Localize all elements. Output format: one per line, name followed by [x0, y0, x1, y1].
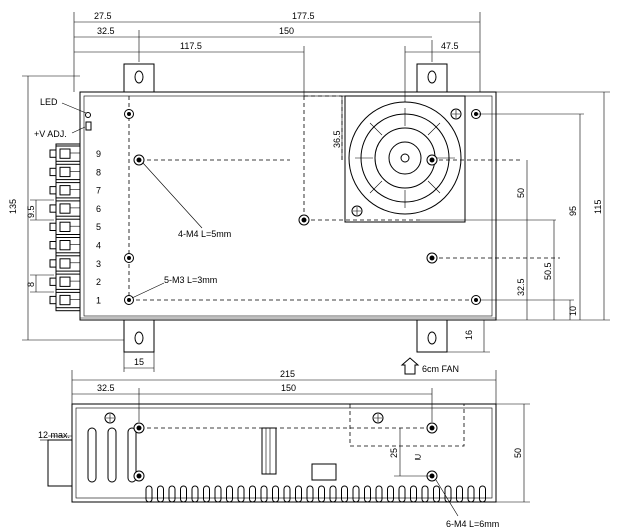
dim-50: 50	[516, 188, 526, 198]
dim-177-5: 177.5	[292, 11, 315, 21]
terminal-label: 4	[96, 241, 101, 251]
dim-115: 115	[593, 200, 603, 214]
terminal-label: 9	[96, 149, 101, 159]
top-brackets	[123, 63, 448, 353]
terminal-label: 5	[96, 222, 101, 232]
m3-holes-label: 5-M3 L=3mm	[164, 275, 217, 285]
terminal-label: 8	[96, 167, 101, 177]
fan-label: 6cm FAN	[422, 364, 459, 374]
fan	[344, 95, 466, 223]
dim-95: 95	[568, 206, 578, 216]
terminal-2: 2	[49, 273, 101, 290]
top-dimension-lines	[22, 12, 610, 372]
terminal-8: 8	[49, 163, 101, 181]
m4-holes	[133, 154, 438, 264]
terminal-label: 1	[96, 295, 101, 305]
terminal-label: 3	[96, 259, 101, 269]
dim-135: 135	[8, 199, 18, 214]
terminal-7: 7	[49, 182, 101, 199]
terminal-5: 5	[49, 218, 101, 235]
fan-airflow-arrow	[400, 357, 420, 375]
dim-32-5-right: 32.5	[516, 278, 526, 296]
dim-32-5: 32.5	[97, 26, 115, 36]
side-dim-150: 150	[281, 383, 296, 393]
dim-117-5: 117.5	[180, 41, 202, 51]
svg-text:⊇: ⊇	[414, 452, 422, 462]
side-m4-holes-label: 6-M4 L=6mm	[446, 519, 499, 529]
dim-8: 8	[26, 282, 36, 287]
dim-9-5: 9.5	[26, 205, 36, 218]
dim-50-5: 50.5	[543, 262, 553, 280]
side-dim-50: 50	[513, 448, 523, 458]
terminal-9: 9	[49, 145, 101, 162]
terminal-4: 4	[49, 237, 101, 254]
vadj-label: +V ADJ.	[34, 129, 67, 139]
led-indicator	[85, 112, 91, 118]
dim-36-5: 36.5	[332, 130, 342, 148]
vadj-trimmer	[85, 121, 92, 131]
terminal-label: 2	[96, 277, 101, 287]
terminal-block: 9 8 7 6 5 4 3 2 1	[49, 143, 101, 312]
dim-27-5: 27.5	[94, 11, 112, 21]
dim-15: 15	[134, 357, 144, 367]
side-dim-25: 25	[389, 448, 399, 458]
top-view: 9 8 7 6 5 4 3 2 1	[8, 11, 610, 375]
terminal-1: 1	[49, 291, 101, 309]
terminal-6: 6	[49, 200, 101, 217]
side-dim-215: 215	[280, 369, 295, 379]
side-terminal-connector	[47, 439, 73, 487]
led-label: LED	[40, 97, 58, 107]
side-dim-12-max: 12 max.	[38, 430, 70, 440]
terminal-3: 3	[49, 255, 101, 272]
m3-holes	[124, 109, 481, 305]
dim-10: 10	[568, 306, 578, 316]
side-louvres	[145, 485, 486, 503]
dim-150: 150	[279, 26, 294, 36]
side-view: ⊇ 215 32.5 150 12 max. 25 50 6-M4 L=6mm	[38, 369, 530, 529]
top-chassis-inner	[83, 95, 493, 317]
terminal-label: 6	[96, 204, 101, 214]
fan-screws	[351, 108, 462, 217]
dim-16: 16	[464, 330, 474, 340]
side-dim-32-5: 32.5	[97, 383, 115, 393]
m4-holes-label: 4-M4 L=5mm	[178, 229, 231, 239]
dim-47-5: 47.5	[441, 41, 459, 51]
terminal-label: 7	[96, 186, 101, 196]
